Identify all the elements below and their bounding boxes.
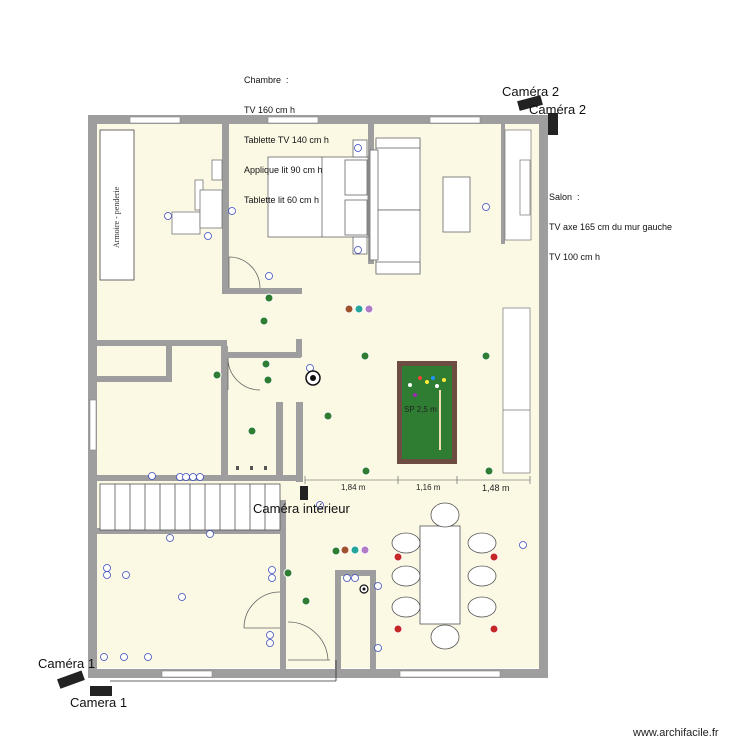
chambre-note-line-2: TV 160 cm h: [244, 105, 296, 115]
salon-note: Salon : TV axe 165 cm du mur gauche TV 1…: [549, 172, 672, 272]
chambre-note-line-5: Tablette lit 60 cm h: [244, 195, 320, 205]
dimension-1: 1,84 m: [341, 483, 366, 492]
chambre-note-line-1: Chambre :: [244, 75, 289, 85]
power-points: [340, 304, 499, 634]
outlets: [100, 144, 527, 661]
sofa: [369, 137, 421, 275]
dining-table: [391, 502, 497, 650]
armoire-label: Armoire - penderie: [112, 186, 121, 248]
dimension-line: [304, 476, 531, 484]
doors: [227, 256, 330, 661]
bed: [267, 139, 369, 255]
windows: [89, 116, 501, 678]
billiard-table: [397, 361, 457, 464]
salon-note-line-2: TV axe 165 cm du mur gauche: [549, 222, 673, 232]
target-icon: [305, 370, 321, 386]
light-points: [212, 293, 494, 606]
footer-watermark: www.archifacile.fr: [633, 727, 719, 739]
coffee-table: [442, 176, 471, 233]
chambre-note-line-4: Applique lit 90 cm h: [244, 165, 323, 175]
chambre-note: Chambre : TV 160 cm h Tablette TV 140 cm…: [244, 55, 329, 215]
dimension-3: 1,48 m: [482, 483, 510, 493]
salon-note-line-1: Salon :: [549, 192, 580, 202]
camera-2-label-b: Caméra 2: [529, 102, 587, 117]
armoire-penderie: [99, 129, 135, 281]
camera-1-label-a: Caméra 1: [38, 656, 96, 671]
salon-cabinets: [502, 129, 532, 474]
camera-2-icon: [517, 95, 558, 135]
dimension-2: 1,16 m: [416, 483, 441, 492]
camera-1-icon: [57, 670, 112, 696]
sensor-icon: [359, 584, 369, 594]
billiard-label: SP 2,5 m: [404, 405, 437, 414]
staircase: [99, 483, 281, 531]
camera-2-label-a: Caméra 2: [502, 84, 560, 99]
wall-switches: [236, 466, 267, 470]
camera-1-label-b: Camera 1: [70, 695, 128, 710]
chambre-note-line-3: Tablette TV 140 cm h: [244, 135, 329, 145]
desk: [171, 159, 223, 235]
camera-interieur-label: Caméra intérieur: [253, 501, 350, 516]
salon-note-line-3: TV 100 cm h: [549, 252, 601, 262]
camera-interieur-icon: [300, 486, 308, 500]
